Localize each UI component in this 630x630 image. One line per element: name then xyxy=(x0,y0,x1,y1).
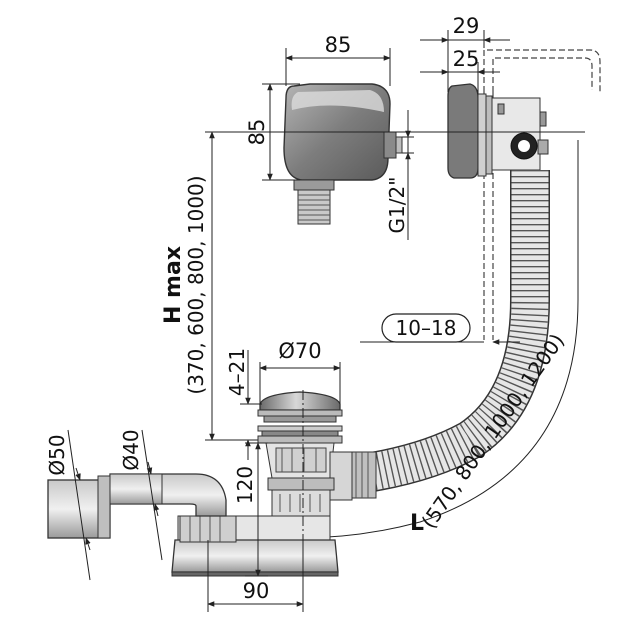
label-trap-height: 120 xyxy=(233,466,257,504)
outlet-pipe xyxy=(47,473,163,539)
overflow-outlet-pipe xyxy=(293,179,335,225)
dim-body-depth: 25 xyxy=(420,47,500,94)
label-outlet-inner: Ø40 xyxy=(119,429,143,470)
dim-overflow-width: 85 xyxy=(285,33,391,86)
dim-h-max: H max (370, 600, 800, 1000) xyxy=(161,131,282,441)
label-plug-travel: 4–21 xyxy=(225,348,249,396)
dim-wall-thickness: 10–18 xyxy=(360,313,520,345)
dim-flange-depth: 29 xyxy=(420,14,510,92)
dim-trap-width: 90 xyxy=(207,540,304,612)
overflow-front-view xyxy=(283,83,403,225)
dim-outlet-outer: Ø50 xyxy=(45,429,91,581)
drain-plug-cap xyxy=(259,391,341,411)
label-outlet-outer: Ø50 xyxy=(45,434,69,475)
dim-drain-diameter: Ø70 xyxy=(259,339,341,404)
label-h-max-values: (370, 600, 800, 1000) xyxy=(184,175,208,394)
label-drain-diameter: Ø70 xyxy=(278,339,321,363)
dim-plug-travel: 4–21 xyxy=(225,348,262,460)
label-trap-width: 90 xyxy=(243,579,270,603)
label-h-max: H max xyxy=(161,246,186,324)
flexible-hose xyxy=(368,170,550,492)
label-wall-thickness: 10–18 xyxy=(396,316,457,340)
drain-assembly xyxy=(257,391,377,517)
label-thread: G1/2" xyxy=(385,177,409,234)
label-flange-depth: 29 xyxy=(453,14,480,38)
overflow-side-view xyxy=(447,83,549,179)
label-length: L xyxy=(410,511,424,536)
label-overflow-width: 85 xyxy=(325,33,352,57)
dim-trap-height: 120 xyxy=(233,442,268,577)
label-body-depth: 25 xyxy=(453,47,480,71)
label-length-values: (570, 800, 1000, 1200) xyxy=(416,329,569,533)
dim-outlet-inner: Ø40 xyxy=(119,429,163,561)
